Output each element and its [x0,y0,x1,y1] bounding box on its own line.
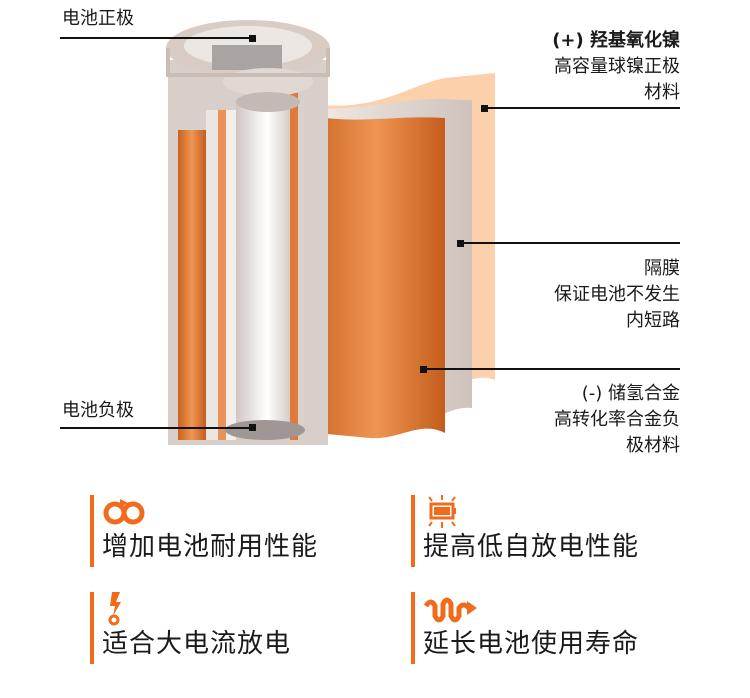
anode-desc-1: 高转化率合金负 [554,409,680,430]
anode-sheet [305,115,445,439]
cathode-title: (+) 羟基氧化镍 [552,30,680,51]
feature-text: 延长电池使用寿命 [423,629,640,659]
feature-high-current: 适合大电流放电 [90,592,291,664]
battery-cutaway-illustration [166,20,495,445]
separator-desc-2: 内短路 [626,310,680,331]
wave-arrow-icon [423,597,477,623]
marker-cathode [481,105,488,112]
separator-title: 隔膜 [644,258,680,279]
leader-cathode [484,107,680,109]
lightning-icon [108,592,121,626]
marker-positive [249,35,256,42]
marker-negative [249,424,256,431]
separator-desc-1: 保证电池不发生 [554,284,680,305]
feature-text: 适合大电流放电 [102,629,292,659]
feature-durability: 增加电池耐用性能 [90,495,318,567]
leader-positive [60,37,255,39]
leader-negative [60,427,255,429]
feature-text: 提高低自放电性能 [423,532,640,562]
label-anode: (-) 储氢合金 高转化率合金负 极材料 [554,381,680,459]
battery-glow-icon [428,495,456,528]
anode-title: (-) 储氢合金 [581,383,680,404]
leader-anode [423,368,680,370]
feature-low-self-discharge: 提高低自放电性能 [411,495,639,567]
cathode-desc-1: 高容量球镍正极 [554,56,680,77]
label-positive-terminal: 电池正极 [62,8,134,29]
cycle-icon [103,499,145,525]
label-separator: 隔膜 保证电池不发生 内短路 [554,256,680,334]
feature-text: 增加电池耐用性能 [102,532,319,562]
feature-long-life: 延长电池使用寿命 [411,592,639,664]
label-cathode: (+) 羟基氧化镍 高容量球镍正极 材料 [552,28,680,106]
anode-desc-2: 极材料 [626,435,680,456]
cathode-desc-2: 材料 [644,82,680,103]
marker-anode [420,366,427,373]
marker-separator [457,240,464,247]
label-negative-terminal: 电池负极 [62,400,134,421]
leader-separator [460,242,680,244]
